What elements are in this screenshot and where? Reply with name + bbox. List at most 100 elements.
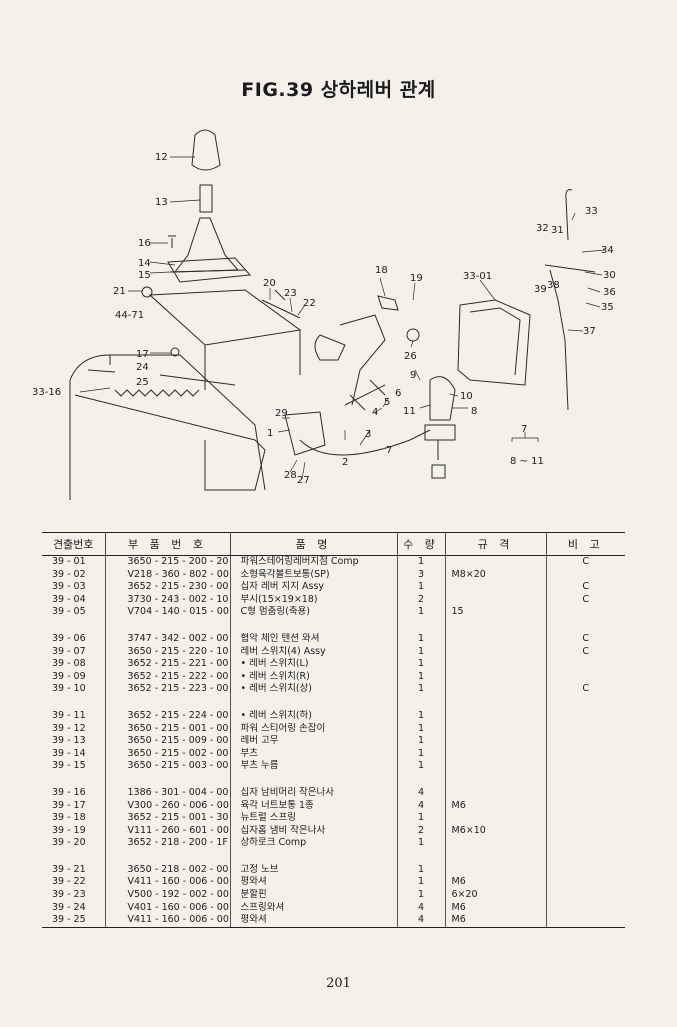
- figure-title: FIG.39 상하레버 관계: [241, 79, 436, 101]
- callout: 33-16: [32, 387, 61, 398]
- part-number-cell: 3652 - 218 - 200 - 1F: [105, 837, 231, 850]
- spec-cell: [445, 581, 547, 594]
- rod-33: [565, 189, 573, 241]
- spacer-cell: [230, 695, 398, 710]
- group-spacer: [42, 695, 625, 710]
- knob-outline: [191, 129, 221, 171]
- part-name-cell: 십자 레버 지지 Assy: [230, 581, 398, 594]
- spacer-cell: [445, 849, 547, 864]
- ref-no-cell: 39 - 18: [42, 812, 106, 825]
- part-number-cell: V500 - 192 - 002 - 00: [105, 889, 231, 902]
- spec-cell: [445, 837, 547, 850]
- quantity-cell: 1: [397, 876, 446, 890]
- ref-no-cell: 39 - 05: [42, 606, 106, 619]
- part-number-cell: 3650 - 215 - 200 - 20: [105, 555, 231, 569]
- part-number-cell: 3650 - 218 - 002 - 00: [105, 863, 231, 877]
- ref-no-cell: 39 - 17: [42, 799, 106, 813]
- ref-no-cell: 39 - 09: [42, 670, 106, 684]
- header-ref-no: 견출번호: [42, 532, 106, 556]
- quantity-cell: 1: [397, 581, 446, 594]
- callout: 20: [263, 278, 276, 289]
- part-number-cell: 3650 - 215 - 009 - 00: [105, 735, 231, 748]
- header-spec: 규 격: [445, 532, 547, 556]
- spacer-cell: [105, 618, 231, 633]
- part-number-cell: V111 - 260 - 601 - 00: [105, 824, 231, 838]
- callout: 36: [603, 287, 616, 298]
- callout: 33: [585, 206, 598, 217]
- part-name-cell: 평와셔: [230, 914, 398, 928]
- callout: 5: [384, 397, 390, 408]
- callout: 7: [521, 424, 527, 435]
- spacer-cell: [397, 618, 446, 633]
- remark-cell: [546, 735, 625, 748]
- part-number-cell: 3652 - 215 - 223 - 00: [105, 683, 231, 696]
- spacer-cell: [42, 849, 106, 864]
- group-spacer: [42, 772, 625, 787]
- quantity-cell: 1: [397, 606, 446, 619]
- quantity-cell: 1: [397, 837, 446, 850]
- part-name-cell: 고정 노브: [230, 863, 398, 877]
- part-number-cell: 3650 - 215 - 002 - 00: [105, 747, 231, 761]
- callout: 9: [410, 370, 416, 381]
- spec-cell: [445, 735, 547, 748]
- header-part-no: 부 품 번 호: [105, 532, 231, 556]
- spec-cell: [445, 683, 547, 696]
- washer-26: [406, 328, 420, 342]
- quantity-cell: 4: [397, 901, 446, 915]
- callout: 16: [138, 238, 151, 249]
- console-housing: [69, 354, 266, 500]
- ref-no-cell: 39 - 11: [42, 709, 106, 723]
- remark-cell: [546, 812, 625, 825]
- callout: 10: [460, 391, 473, 402]
- remark-cell: [546, 914, 625, 928]
- callout: 25: [136, 377, 149, 388]
- ref-no-cell: 39 - 14: [42, 747, 106, 761]
- callout: 14: [138, 258, 151, 269]
- part-number-cell: V411 - 160 - 006 - 00: [105, 876, 231, 890]
- spec-cell: [445, 722, 547, 736]
- nut-21: [141, 286, 153, 298]
- bracket-29: [284, 411, 326, 456]
- callout: 2: [342, 457, 348, 468]
- part-name-cell: 뉴트럴 스프링: [230, 812, 398, 825]
- ref-no-cell: 39 - 25: [42, 914, 106, 928]
- callout: 21: [113, 286, 126, 297]
- ref-no-cell: 39 - 03: [42, 581, 106, 594]
- spacer-cell: [105, 695, 231, 710]
- quantity-cell: 1: [397, 889, 446, 902]
- ref-no-cell: 39 - 20: [42, 837, 106, 850]
- remark-cell: [546, 876, 625, 889]
- bracket-18: [377, 295, 399, 311]
- ref-no-cell: 39 - 07: [42, 645, 106, 659]
- spacer-cell: [105, 849, 231, 864]
- switch-assy: [344, 379, 386, 411]
- quantity-cell: 1: [397, 670, 446, 684]
- part-number-cell: 3730 - 243 - 002 - 10: [105, 593, 231, 607]
- part-name-cell: 파워 스티어링 손잡이: [230, 722, 398, 736]
- cable-7: [299, 429, 431, 456]
- part-name-cell: 협악 체인 텐션 와셔: [230, 632, 398, 646]
- callout: 31: [551, 225, 564, 236]
- remark-cell: [546, 658, 625, 671]
- spec-cell: [445, 786, 547, 800]
- part-name-cell: 상하로크 Comp: [230, 837, 398, 850]
- callout: 29: [275, 408, 288, 419]
- switch-body: [424, 376, 456, 479]
- remark-cell: [546, 671, 625, 684]
- spec-cell: [445, 812, 547, 825]
- callout: 32: [536, 223, 549, 234]
